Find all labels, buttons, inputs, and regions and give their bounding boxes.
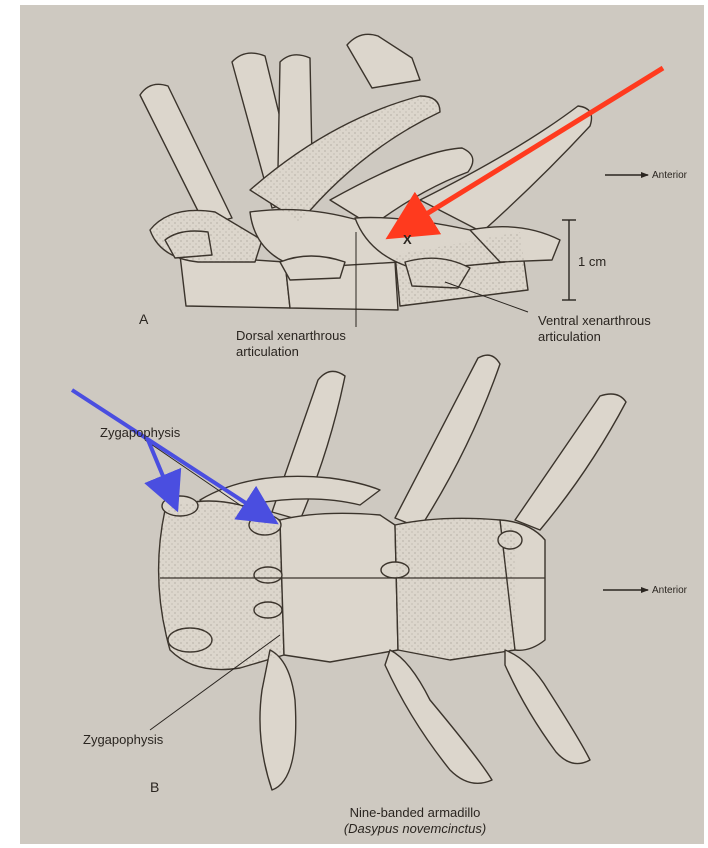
scale-bar	[562, 220, 576, 300]
anterior-label-b: Anterior	[652, 585, 687, 597]
scale-label: 1 cm	[578, 255, 606, 270]
dorsal-label-line1: Dorsal xenarthrous	[236, 329, 346, 344]
zygapophysis-top-leader	[145, 440, 240, 505]
panel-b-letter: B	[150, 779, 159, 795]
panel-a-letter: A	[139, 311, 148, 327]
dorsal-label-line2: articulation	[236, 345, 299, 360]
zygapophysis-top-label: Zygapophysis	[100, 426, 180, 441]
lower-process-b3	[505, 650, 590, 764]
ventral-label-line2: articulation	[538, 330, 601, 345]
lower-process-b1	[260, 650, 296, 790]
caption-scientific-name: (Dasypus novemcinctus)	[300, 822, 530, 837]
blue-arrows	[72, 390, 272, 520]
spine-b2	[395, 355, 500, 528]
zygapophysis-bottom-label: Zygapophysis	[83, 733, 163, 748]
ventral-label-line1: Ventral xenarthrous	[538, 314, 651, 329]
caption-common-name: Nine-banded armadillo	[300, 806, 530, 821]
lower-process-b2	[385, 650, 492, 783]
x-marker: X	[403, 233, 412, 248]
body-a1	[180, 255, 290, 308]
spine-a1	[140, 84, 232, 225]
process-a2	[280, 256, 345, 280]
centrum-b2	[280, 513, 398, 662]
anterior-label-a: Anterior	[652, 170, 687, 182]
red-arrow	[394, 68, 663, 234]
spine-a3	[347, 34, 420, 88]
spine-b3	[515, 394, 626, 530]
